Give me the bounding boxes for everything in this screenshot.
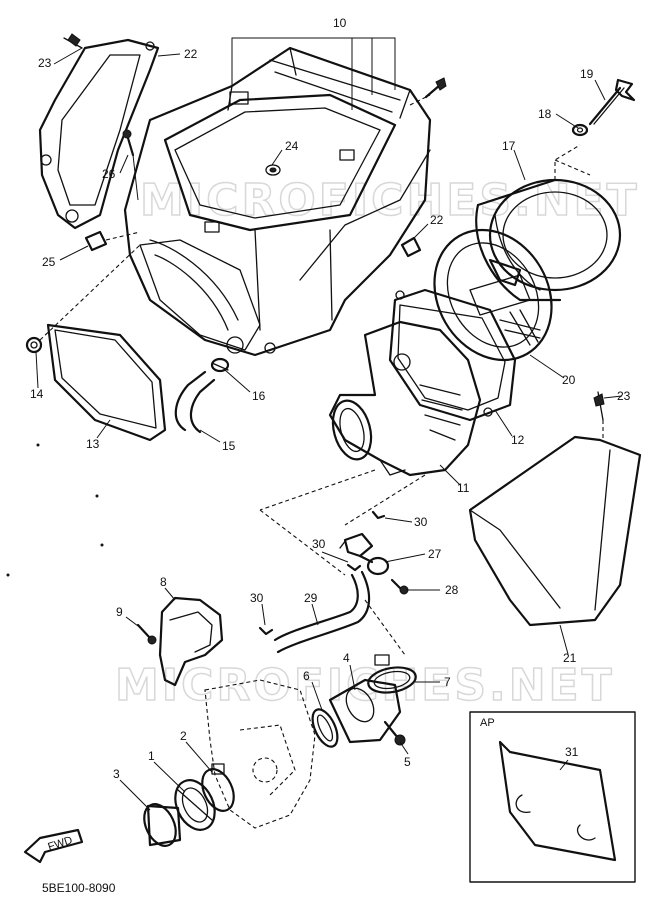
part-side-cover-right xyxy=(468,435,642,627)
callout-13: 13 xyxy=(86,437,100,451)
callout-27: 27 xyxy=(428,547,442,561)
callout-30-a: 30 xyxy=(414,515,428,529)
fwd-arrow: FWD xyxy=(23,828,84,864)
callout-10: 10 xyxy=(333,16,347,30)
part-carburetor-outline xyxy=(204,679,316,829)
inset-ap: AP xyxy=(469,711,636,883)
part-clip-30b xyxy=(346,563,362,572)
part-bolt-5 xyxy=(383,720,406,746)
callout-30-c: 30 xyxy=(250,591,264,605)
part-bracket-8 xyxy=(158,596,224,687)
callout-25: 25 xyxy=(42,255,56,269)
callout-16: 16 xyxy=(252,389,266,403)
callout-20: 20 xyxy=(562,373,576,387)
callout-23-right: 23 xyxy=(617,389,631,403)
callout-1: 1 xyxy=(148,749,155,763)
callout-15: 15 xyxy=(222,439,236,453)
screw-23-top xyxy=(63,33,83,49)
dash-10-screw xyxy=(409,94,431,106)
part-bolt-9 xyxy=(136,623,157,645)
callout-31: 31 xyxy=(565,745,579,759)
callout-leaders xyxy=(35,47,623,811)
callout-19: 19 xyxy=(580,67,594,81)
part-filter-guide-20 xyxy=(433,228,553,362)
dash-17-19 xyxy=(554,144,591,180)
callout-29: 29 xyxy=(304,591,318,605)
callout-numbers: 23 22 10 24 26 25 22 14 13 15 16 17 18 1… xyxy=(30,16,631,781)
screw-airbox-top xyxy=(424,77,447,99)
watermark-top: MICROFICHES.NET xyxy=(140,175,640,226)
part-bolt-19 xyxy=(588,78,636,126)
part-hose-15 xyxy=(174,370,216,434)
diagram-code: 5BE100-8090 xyxy=(42,881,116,895)
part-oring-6 xyxy=(311,708,339,748)
part-cap-3 xyxy=(143,803,182,847)
part-air-box xyxy=(123,46,432,357)
callout-9: 9 xyxy=(116,605,123,619)
inset-ap-label: AP xyxy=(480,717,495,729)
callout-18: 18 xyxy=(538,107,552,121)
callout-8: 8 xyxy=(160,575,167,589)
part-clamp-7 xyxy=(367,654,417,694)
part-clip-right xyxy=(400,236,422,258)
part-washer-18 xyxy=(571,123,589,137)
part-bolt-26 xyxy=(122,129,139,201)
callout-6: 6 xyxy=(303,669,310,683)
part-grommet-24 xyxy=(265,164,281,176)
watermark-bottom: MICROFICHES.NET xyxy=(115,660,615,711)
part-screw-28 xyxy=(390,578,409,595)
part-clip-30c xyxy=(258,626,274,636)
dash-duct-to-carb xyxy=(259,469,426,656)
part-side-cover-upper xyxy=(38,38,160,230)
fwd-label: FWD xyxy=(46,834,74,853)
callout-22: 22 xyxy=(184,47,198,61)
specks xyxy=(6,443,104,577)
callout-2: 2 xyxy=(180,729,187,743)
part-hose-29 xyxy=(273,570,371,654)
callout-23-top: 23 xyxy=(38,56,52,70)
part-joint-4 xyxy=(328,678,402,744)
callout-26: 26 xyxy=(102,167,116,181)
part-clip-30a xyxy=(371,510,386,520)
callout-22-right: 22 xyxy=(430,213,444,227)
leader-10 xyxy=(231,37,396,110)
callout-24: 24 xyxy=(285,139,299,153)
part-clamp-2 xyxy=(201,763,235,812)
callout-11: 11 xyxy=(457,481,470,495)
callout-12: 12 xyxy=(511,433,525,447)
callout-7: 7 xyxy=(444,675,451,689)
callout-14: 14 xyxy=(30,387,44,401)
part-nut-14 xyxy=(25,244,141,354)
part-clamp-16 xyxy=(210,357,230,373)
callout-4: 4 xyxy=(343,651,350,665)
callout-30-b: 30 xyxy=(312,537,326,551)
part-duct-11 xyxy=(328,320,482,477)
filter-guide-mesh xyxy=(499,309,541,346)
callout-21: 21 xyxy=(563,651,577,665)
callout-17: 17 xyxy=(502,139,516,153)
part-clip-25 xyxy=(84,230,141,252)
screw-23-right xyxy=(593,391,605,438)
part-gasket-13 xyxy=(46,323,167,442)
part-valve-27 xyxy=(339,532,390,576)
callout-5: 5 xyxy=(404,755,411,769)
callout-3: 3 xyxy=(113,767,120,781)
callout-28: 28 xyxy=(445,583,459,597)
part-joint-12 xyxy=(388,288,517,422)
